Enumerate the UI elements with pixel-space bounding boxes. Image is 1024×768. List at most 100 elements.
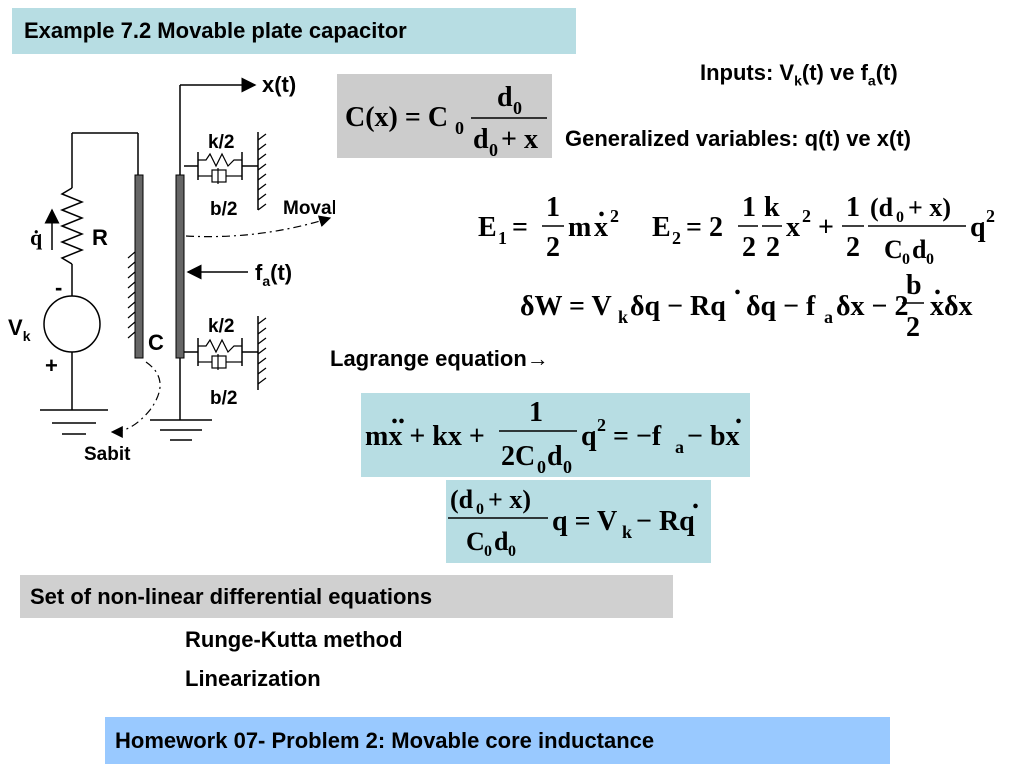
voltage-source (43, 295, 101, 353)
energy-equations: E 1 = 1 2 m x . 2 E 2 = 2 1 2 k 2 x 2 + … (478, 192, 995, 343)
inputs-mid: (t) ve f (801, 60, 868, 85)
svg-text:= 2: = 2 (686, 212, 723, 243)
svg-text:− Rq: − Rq (636, 506, 695, 537)
svg-text:δW = V: δW = V (520, 291, 612, 322)
svg-text:k: k (618, 307, 628, 327)
generalized-variables: Generalized variables: q(t) ve x(t) (565, 126, 911, 151)
capacitor-label: C (148, 330, 164, 355)
svg-text:1: 1 (846, 192, 860, 223)
capacitance-formula: C(x) = C 0 d 0 d 0 + x (345, 82, 547, 160)
spring-top-label: k/2 (208, 132, 234, 153)
svg-text:0: 0 (513, 98, 522, 118)
svg-text:δq − Rq: δq − Rq (630, 291, 726, 322)
svg-text:a: a (675, 437, 684, 457)
qdot-label: q̇ (30, 225, 43, 250)
svg-text:0: 0 (902, 251, 910, 268)
svg-text:E: E (478, 212, 497, 243)
svg-text:d: d (494, 527, 509, 556)
svg-text:0: 0 (563, 457, 572, 477)
lagrange-label: Lagrange equation→ (330, 346, 549, 371)
inputs-line: Inputs: Vk(t) ve fa(t) (700, 60, 898, 88)
capacitor-circuit-diagram: x(t) q̇ R - Vk + C (8, 72, 335, 465)
svg-text:d: d (473, 124, 489, 155)
spring-bottom-label: k/2 (208, 316, 234, 337)
svg-text:0: 0 (537, 457, 546, 477)
svg-text:(d: (d (450, 485, 474, 514)
inputs-sub-a: a (867, 72, 876, 89)
resistor-label: R (92, 225, 108, 250)
svg-text:2: 2 (546, 232, 560, 263)
svg-text:0: 0 (476, 501, 484, 518)
svg-text:.: . (735, 399, 742, 430)
method-linearization: Linearization (185, 666, 321, 691)
svg-text:2: 2 (986, 206, 995, 226)
svg-text:0: 0 (508, 543, 516, 560)
svg-text:2C: 2C (501, 441, 535, 472)
movable-label: Movable, m (283, 198, 335, 219)
svg-text:x: x (786, 212, 800, 243)
svg-text:q: q (970, 212, 986, 243)
svg-text:.: . (734, 270, 741, 301)
svg-text:δx − 2: δx − 2 (836, 291, 909, 322)
capacitance-formula-box: C(x) = C 0 d 0 d 0 + x (337, 74, 552, 160)
svg-text:b: b (906, 270, 922, 301)
svg-text:1: 1 (498, 228, 507, 248)
minus-label: - (55, 275, 62, 300)
svg-text:m: m (568, 212, 591, 243)
svg-text:1: 1 (546, 192, 560, 223)
svg-text:2: 2 (906, 312, 920, 343)
svg-text:+ x): + x) (908, 193, 951, 222)
lagrange-equation-2-box: (d 0 + x) C 0 d 0 q = V k − Rq . (446, 480, 711, 563)
svg-text:C(x) = C: C(x) = C (345, 102, 448, 133)
nonlinear-set-label: Set of non-linear differential equations (30, 583, 433, 609)
svg-text:+: + (818, 212, 834, 243)
svg-text:q = V: q = V (552, 506, 617, 537)
method-runge-kutta: Runge-Kutta method (185, 627, 403, 652)
damper-top-label: b/2 (210, 199, 237, 220)
homework-label: Homework 07- Problem 2: Movable core ind… (115, 727, 655, 753)
svg-text:E: E (652, 212, 671, 243)
svg-text:0: 0 (926, 251, 934, 268)
svg-text:d: d (912, 235, 927, 264)
svg-text:C: C (884, 235, 903, 264)
svg-text:(d: (d (870, 193, 894, 222)
svg-text:0: 0 (455, 118, 464, 138)
svg-text:0: 0 (896, 209, 904, 226)
slide-title: Example 7.2 Movable plate capacitor (24, 18, 407, 43)
svg-text:+ x: + x (501, 124, 538, 155)
force-label: fa(t) (255, 260, 292, 289)
svg-text:d: d (547, 441, 563, 472)
damper-bottom-label: b/2 (210, 388, 237, 409)
x-of-t-label: x(t) (262, 72, 296, 97)
svg-text:a: a (824, 307, 833, 327)
svg-text:1: 1 (529, 397, 543, 428)
svg-text:2: 2 (846, 232, 860, 263)
svg-text:2: 2 (610, 206, 619, 226)
svg-text:.: . (692, 484, 699, 515)
svg-text:+ x): + x) (488, 485, 531, 514)
svg-text:..: .. (391, 399, 405, 430)
svg-text:d: d (497, 82, 513, 113)
lagrange-equation-1: mx + kx + .. 1 2C 0 d 0 q 2 = −f a − bx … (365, 397, 742, 477)
nonlinear-set-banner: Set of non-linear differential equations (20, 575, 673, 618)
movable-plate (175, 174, 185, 359)
svg-text:0: 0 (484, 543, 492, 560)
svg-text:− bx: − bx (687, 421, 740, 452)
inputs-end: (t) (875, 60, 898, 85)
svg-text:=: = (512, 212, 528, 243)
svg-text:xδx: xδx (930, 291, 973, 322)
plus-label: + (45, 353, 58, 378)
svg-text:= −f: = −f (613, 421, 662, 452)
voltage-label: Vk (8, 315, 31, 344)
svg-text:k: k (622, 522, 632, 542)
svg-text:1: 1 (742, 192, 756, 223)
svg-text:2: 2 (742, 232, 756, 263)
svg-text:C: C (466, 527, 485, 556)
svg-text:δq − f: δq − f (746, 291, 816, 322)
svg-text:q: q (581, 421, 597, 452)
inputs-text: Inputs: V (700, 60, 795, 85)
svg-text:2: 2 (802, 206, 811, 226)
svg-text:.: . (598, 192, 605, 223)
homework-banner: Homework 07- Problem 2: Movable core ind… (105, 717, 890, 764)
inputs-sub-k: k (794, 72, 802, 89)
